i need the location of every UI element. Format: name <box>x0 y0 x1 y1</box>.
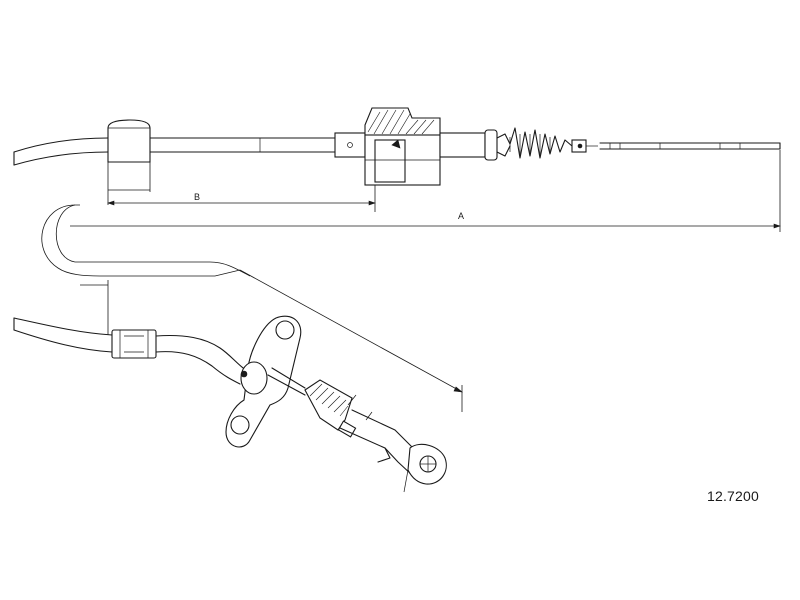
dimension-a-label: A <box>458 211 464 221</box>
dimension-a <box>70 150 781 232</box>
dimension-bend <box>41 204 463 412</box>
part-number: 12.7200 <box>707 488 760 504</box>
upper-cable <box>13 119 346 166</box>
dimension-b-label: B <box>194 192 200 202</box>
lower-mounting-bracket <box>225 315 302 448</box>
dimension-b <box>107 162 376 212</box>
lower-cable <box>13 317 251 385</box>
lower-adjuster <box>267 367 421 476</box>
upper-inner-rod <box>599 142 781 150</box>
upper-adjuster-housing <box>334 107 498 186</box>
upper-bellows <box>496 127 598 159</box>
lower-eye-end <box>403 443 447 493</box>
